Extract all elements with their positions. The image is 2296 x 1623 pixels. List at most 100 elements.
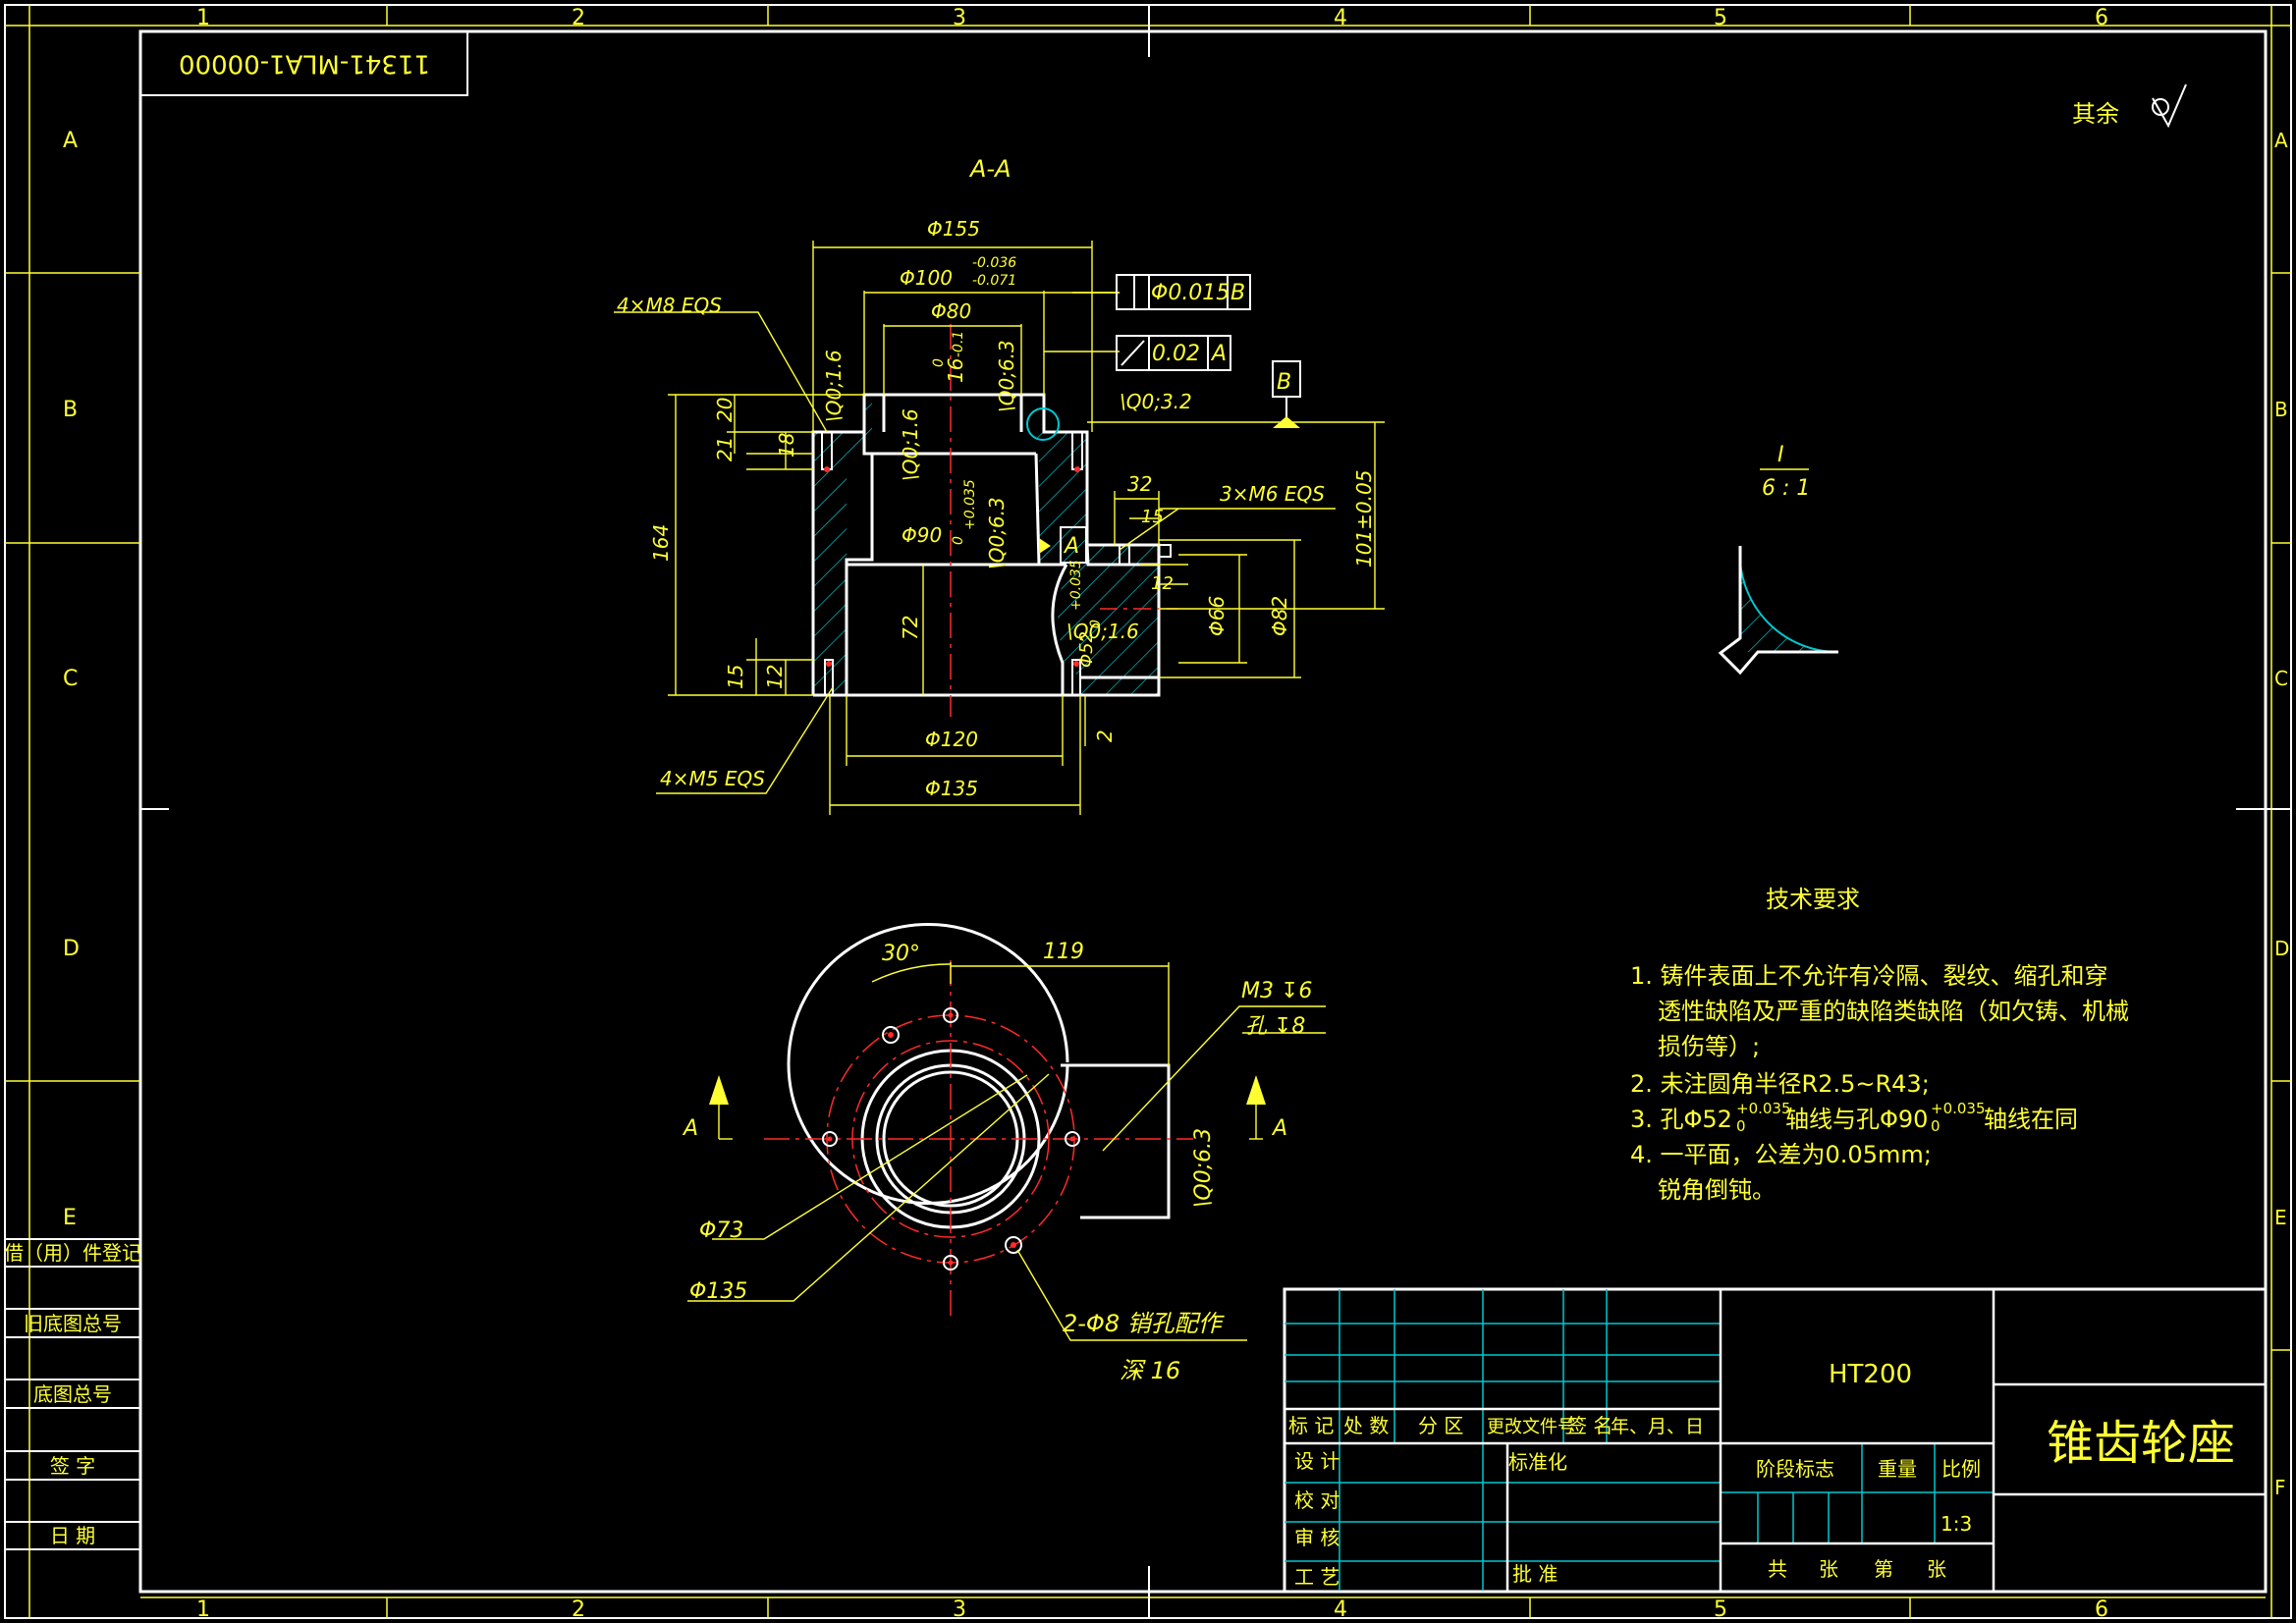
tb-header: 签 名	[1567, 1414, 1613, 1437]
dim-text: 119	[1043, 940, 1084, 964]
section-title: A-A	[968, 155, 1011, 183]
detail-view-i: I 6 : 1	[1718, 443, 1839, 676]
datum-box-a	[1060, 526, 1087, 564]
dim-text: 72	[899, 616, 922, 640]
zone-grid	[5, 5, 2291, 1618]
left-strip-label: 签 字	[50, 1454, 95, 1478]
roughness-text: \Q0;3.2	[1120, 390, 1192, 413]
tb-sheets: 张	[1819, 1557, 1838, 1581]
tb-standardization: 标准化	[1508, 1450, 1567, 1474]
tb-approve: 批 准	[1512, 1562, 1558, 1586]
gdt-value: 0.02	[1152, 342, 1200, 366]
tb-part-name: 锥齿轮座	[2047, 1416, 2235, 1471]
section-hatch-left	[813, 395, 872, 560]
col-label: 4	[1334, 6, 1347, 30]
roughness-text: \Q0;1.6	[899, 408, 922, 481]
section-marker: A	[682, 1116, 698, 1141]
section-marker: A	[1271, 1116, 1287, 1141]
dim-text: 101±0.05	[1352, 470, 1376, 568]
dim-text: 2-Φ8 销孔配作	[1063, 1310, 1226, 1337]
dim-text: Φ73	[699, 1218, 743, 1243]
col-label: 6	[2095, 1597, 2108, 1622]
dim-text: 0	[951, 536, 966, 545]
plan-view: 30° 119 M3 ↧6 孔 ↧8 A A \Q0;6.3 Φ73 Φ135 …	[682, 923, 1326, 1384]
surface-note: 其余	[2072, 100, 2119, 128]
tb-role: 设 计	[1294, 1449, 1339, 1473]
roughness-text: \Q0;6.3	[1191, 1128, 1216, 1208]
plan-outline	[787, 923, 1171, 1229]
tb-scale-value: 1:3	[1941, 1512, 1972, 1536]
row-label: C	[63, 667, 78, 691]
tb-header: 标 记	[1288, 1414, 1334, 1437]
left-strip-table: 借（用）件登记 旧底图总号 底图总号 签 字 日 期	[4, 1238, 141, 1550]
tech-req-line: 3. 孔Φ52	[1630, 1106, 1732, 1133]
gdt-datum: B	[1230, 281, 1245, 305]
tech-requirements: 技术要求 1. 铸件表面上不允许有冷隔、裂纹、缩孔和穿 透性缺陷及严重的缺陷类缺…	[1630, 886, 2129, 1204]
roughness-symbol-icon	[2152, 83, 2187, 129]
dim-text: 21	[713, 437, 737, 461]
section-hatch-bottom	[813, 560, 847, 695]
dim-text: -0.036	[972, 255, 1016, 271]
doc-code-box	[139, 30, 468, 96]
col-label: 3	[953, 1597, 966, 1622]
zone-row-labels: A B C D E A B C D E F	[63, 129, 2289, 1499]
dim-text: Φ80	[931, 299, 971, 323]
dim-text: 18	[775, 433, 798, 458]
row-label: E	[63, 1206, 77, 1230]
roughness-text: \Q0;6.3	[985, 497, 1009, 569]
dim-text: 3×M6 EQS	[1220, 482, 1325, 506]
dim-text: Φ120	[925, 728, 978, 751]
row-label: F	[2274, 1476, 2286, 1499]
tech-req-line: 4. 一平面，公差为0.05mm;	[1630, 1141, 1932, 1168]
dim-text: M3 ↧6	[1241, 979, 1312, 1003]
plan-dimension-texts: 30° 119 M3 ↧6 孔 ↧8 A A \Q0;6.3 Φ73 Φ135 …	[682, 940, 1312, 1384]
tech-req-line: 1. 铸件表面上不允许有冷隔、裂纹、缩孔和穿	[1630, 962, 2108, 990]
detail-scale: 6 : 1	[1762, 476, 1810, 501]
plan-dimension-lines	[687, 962, 1326, 1341]
tb-sheets: 张	[1927, 1557, 1946, 1581]
row-label: C	[2274, 667, 2288, 690]
dim-text: 15	[1141, 507, 1164, 527]
dim-text: 孔 ↧8	[1245, 1014, 1305, 1039]
tech-req-line: 损伤等）;	[1658, 1033, 1760, 1060]
dim-text: 12	[763, 665, 787, 689]
tech-req-title: 技术要求	[1766, 886, 1860, 913]
dim-text: 16	[944, 358, 967, 383]
row-label: B	[2274, 398, 2288, 421]
row-label: A	[2274, 129, 2288, 152]
col-label: 1	[196, 6, 210, 30]
tb-header: 年、月、日	[1611, 1416, 1704, 1437]
zone-column-labels: 1 2 3 4 5 6 1 2 3 4 5 6	[196, 6, 2108, 1622]
tech-req-line: 锐角倒钝。	[1658, 1176, 1776, 1204]
section-view: Φ155 Φ100 -0.036 -0.071 Φ80 4×M8 EQS Φ0.…	[614, 217, 1385, 815]
tb-scale-label: 比例	[1941, 1457, 1981, 1481]
dim-text: Φ135	[925, 777, 978, 800]
doc-code: 11341-MLA1-00000	[179, 49, 430, 79]
bolt-holes	[822, 1007, 1080, 1271]
datum-letter: B	[1277, 370, 1291, 395]
row-label: A	[63, 129, 78, 153]
dim-text: -0.1	[951, 331, 966, 357]
tb-sheets: 第	[1874, 1557, 1893, 1581]
dim-text: Φ66	[1205, 596, 1229, 636]
row-label: D	[2274, 937, 2289, 960]
dim-text: 0	[931, 358, 947, 367]
dim-text: 0	[1088, 620, 1104, 628]
tb-role: 审 核	[1294, 1526, 1339, 1549]
tech-req-line: 2. 未注圆角半径R2.5~R43;	[1630, 1070, 1930, 1098]
col-label: 3	[953, 6, 966, 30]
tech-req-tol: 0	[1931, 1117, 1941, 1135]
gdt-frame-b	[1116, 274, 1251, 310]
tb-role: 工 艺	[1294, 1565, 1339, 1589]
tb-stage-mark: 阶段标志	[1756, 1457, 1834, 1481]
row-label: B	[63, 398, 78, 422]
dim-text: Φ100	[900, 266, 953, 290]
inner-frame	[138, 29, 2268, 1594]
datum-letter: A	[1063, 534, 1079, 559]
dim-text: 4×M5 EQS	[660, 767, 765, 790]
tech-req-line: 轴线在同	[1984, 1106, 2078, 1133]
section-dimension-texts: Φ155 Φ100 -0.036 -0.071 Φ80 4×M8 EQS Φ0.…	[617, 217, 1376, 800]
tb-role: 校 对	[1294, 1488, 1339, 1512]
left-strip-label: 借（用）件登记	[4, 1241, 141, 1265]
